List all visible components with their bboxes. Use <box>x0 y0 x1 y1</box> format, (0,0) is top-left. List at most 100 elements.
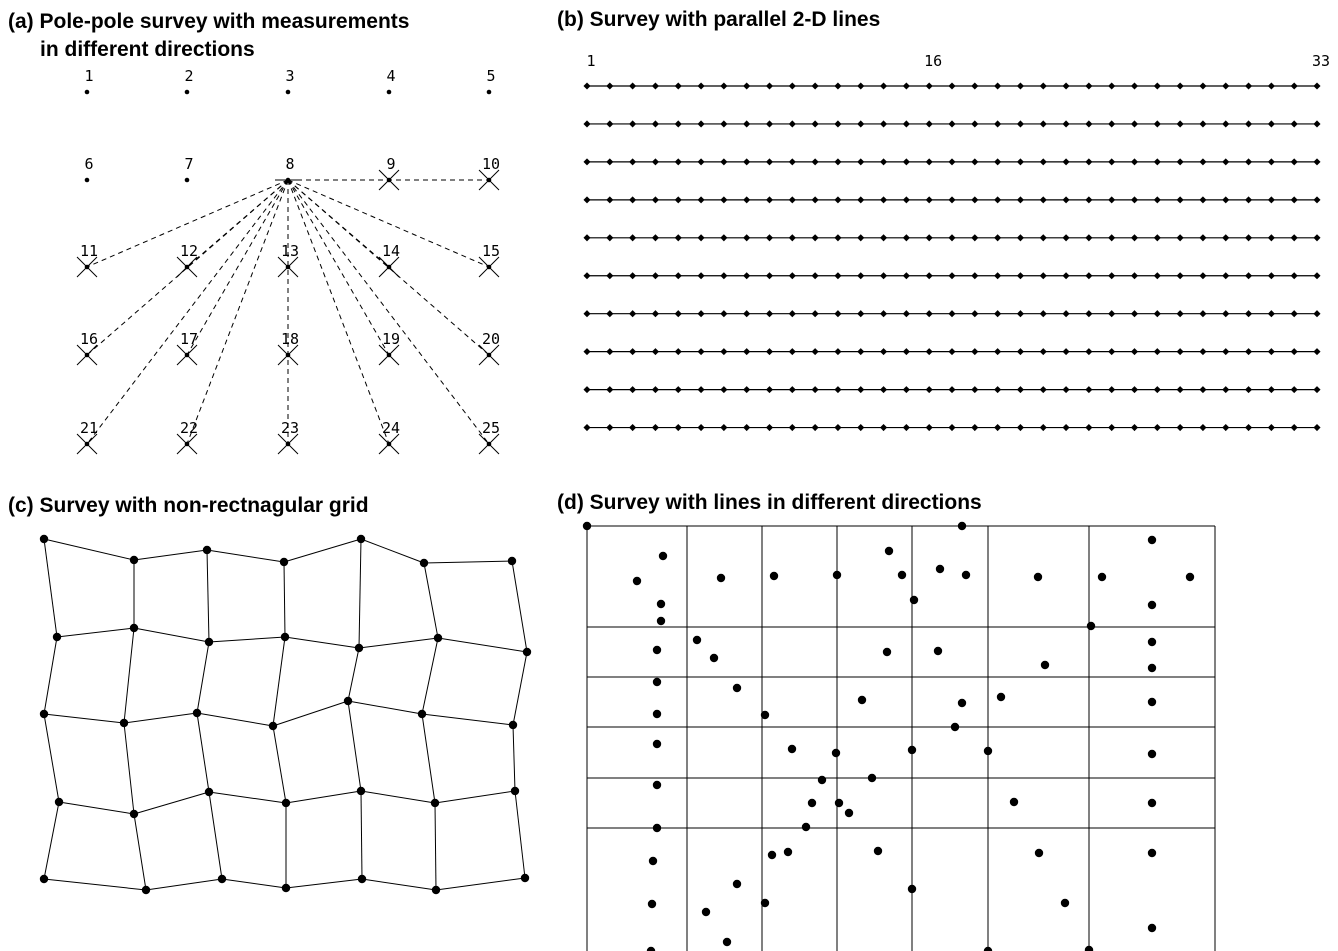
electrode <box>486 177 492 183</box>
electrode <box>743 424 751 432</box>
electrode <box>834 272 842 280</box>
electrode <box>1016 348 1024 356</box>
electrode <box>948 120 956 128</box>
electrode <box>1130 158 1139 166</box>
electrode <box>1147 848 1157 858</box>
electrode <box>834 196 842 204</box>
electrode <box>857 695 867 705</box>
electrode <box>1245 424 1253 432</box>
electrode <box>583 82 591 90</box>
electrode <box>994 196 1002 204</box>
electrode <box>1222 348 1230 356</box>
electrode <box>1176 234 1184 242</box>
electrode <box>486 441 492 447</box>
electrode <box>202 545 212 555</box>
electrode <box>1245 310 1253 318</box>
electrode <box>994 348 1002 356</box>
electrode-label: 5 <box>486 67 495 85</box>
electrode <box>732 683 742 693</box>
electrode <box>1199 386 1207 394</box>
electrode <box>971 158 979 166</box>
electrode <box>994 82 1002 90</box>
electrode <box>788 348 796 356</box>
electrode <box>880 272 888 280</box>
electrode <box>857 310 865 318</box>
electrode <box>788 234 796 242</box>
grid-line <box>434 802 437 891</box>
electrode <box>788 82 796 90</box>
electrode <box>811 120 819 128</box>
electrode <box>285 177 291 183</box>
electrode <box>983 746 993 756</box>
electrode <box>720 196 728 204</box>
measurement-line <box>287 179 390 356</box>
electrode <box>907 884 917 894</box>
electrode <box>1108 348 1116 356</box>
electrode <box>811 158 819 166</box>
electrode <box>280 632 290 642</box>
electrode-label: 12 <box>180 242 198 260</box>
electrode <box>356 786 366 796</box>
electrode <box>651 234 659 242</box>
electrode <box>831 748 841 758</box>
electrode <box>1085 386 1093 394</box>
electrode <box>674 120 682 128</box>
electrode <box>1222 272 1230 280</box>
electrode <box>192 708 202 718</box>
electrode <box>1199 348 1207 356</box>
electrode <box>1222 196 1230 204</box>
electrode <box>925 120 933 128</box>
electrode <box>880 424 888 432</box>
electrode <box>129 623 139 633</box>
electrode <box>1062 310 1070 318</box>
electrode <box>1108 272 1116 280</box>
electrode <box>765 158 774 166</box>
grid-line <box>272 700 349 727</box>
grid-line <box>145 878 223 891</box>
electrode <box>897 570 907 580</box>
measurement-line <box>287 179 490 268</box>
grid-line <box>421 637 439 715</box>
grid-line <box>423 560 513 564</box>
electrode <box>857 196 865 204</box>
electrode <box>386 177 392 183</box>
electrode <box>957 698 967 708</box>
electrode <box>788 272 796 280</box>
electrode <box>1199 120 1207 128</box>
measurement-line <box>287 179 490 445</box>
electrode <box>994 234 1002 242</box>
electrode <box>697 234 705 242</box>
electrode-label: 6 <box>84 155 93 173</box>
electrode <box>1108 120 1116 128</box>
grid-line <box>347 700 362 792</box>
electrode <box>760 710 770 720</box>
electrode <box>697 82 705 90</box>
electrode <box>1147 637 1157 647</box>
electrode <box>1176 348 1184 356</box>
electrode <box>832 570 842 580</box>
electrode <box>285 441 291 447</box>
electrode <box>902 82 910 90</box>
electrode <box>1290 196 1298 204</box>
electrode <box>285 352 291 358</box>
electrode <box>651 424 659 432</box>
electrode <box>1153 272 1161 280</box>
electrode <box>1039 386 1047 394</box>
electrode <box>902 310 910 318</box>
electrode <box>834 234 842 242</box>
electrode <box>1039 272 1047 280</box>
electrode <box>430 798 440 808</box>
grid-line <box>512 651 528 726</box>
electrode <box>1085 272 1093 280</box>
electrode <box>1153 310 1161 318</box>
measurement-line <box>287 179 390 445</box>
electrode <box>510 786 520 796</box>
electrode <box>1245 272 1253 280</box>
electrode <box>674 310 682 318</box>
electrode <box>279 557 289 567</box>
electrode <box>606 196 614 204</box>
electrode <box>281 798 291 808</box>
electrode <box>994 424 1002 432</box>
electrode <box>1153 386 1161 394</box>
electrode <box>129 809 139 819</box>
